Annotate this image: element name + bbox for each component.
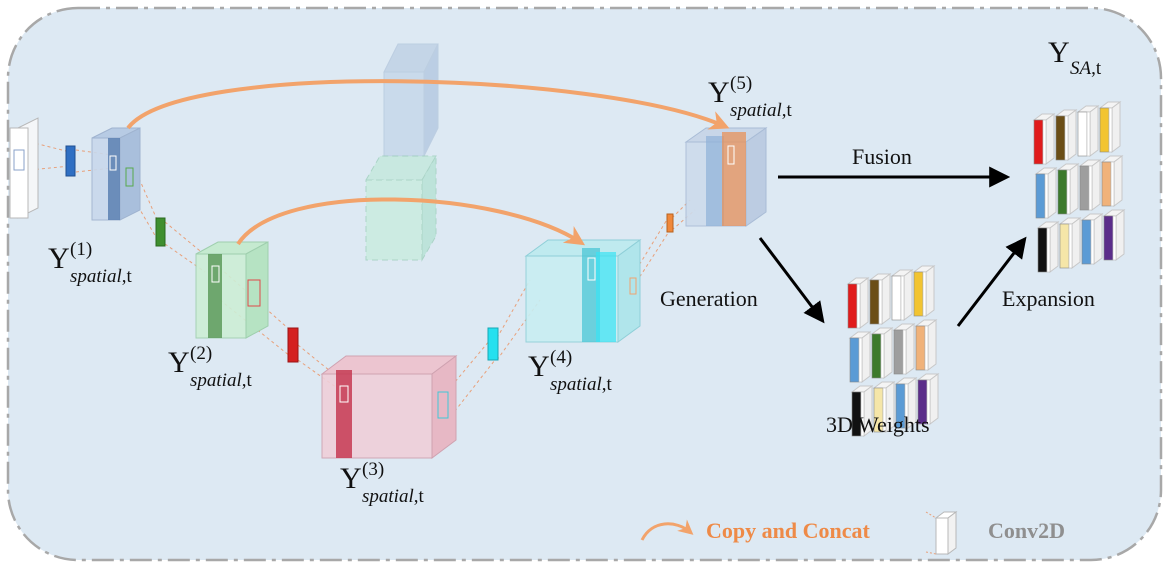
output-weight-slab bbox=[1102, 209, 1126, 261]
ghost-block-blue bbox=[383, 43, 439, 157]
3d-weight-slab bbox=[868, 273, 892, 325]
conv-kernel-1 bbox=[65, 145, 76, 177]
3d-weight-slab bbox=[872, 381, 896, 433]
svg-text:spatial,t: spatial,t bbox=[70, 266, 132, 287]
svg-text:(4): (4) bbox=[550, 347, 572, 368]
label-y5: Y (5) spatial,t bbox=[708, 73, 792, 121]
svg-text:SA,t: SA,t bbox=[1070, 58, 1102, 79]
output-weight-slab bbox=[1080, 213, 1104, 265]
svg-text:(1): (1) bbox=[70, 239, 92, 260]
svg-text:(5): (5) bbox=[730, 73, 752, 94]
3d-weight-slab bbox=[870, 327, 894, 379]
input-feature-block bbox=[9, 117, 39, 219]
label-ysa: Y SA,t bbox=[1048, 36, 1102, 79]
output-weight-slab bbox=[1032, 113, 1056, 165]
svg-text:(2): (2) bbox=[190, 343, 212, 364]
3d-weight-slab bbox=[894, 377, 918, 429]
svg-text:Y: Y bbox=[168, 346, 190, 379]
svg-text:Y: Y bbox=[1048, 36, 1070, 69]
3d-weights-grid bbox=[846, 265, 940, 437]
conv-kernel-4 bbox=[487, 327, 499, 361]
svg-text:spatial,t: spatial,t bbox=[362, 486, 424, 507]
output-weight-slab bbox=[1076, 105, 1100, 157]
ghost-block-green bbox=[365, 154, 437, 262]
conv-kernel-5 bbox=[666, 213, 674, 233]
3d-weight-slab bbox=[848, 331, 872, 383]
stage5-block bbox=[684, 127, 768, 227]
generation-label: Generation bbox=[660, 286, 758, 311]
svg-text:Y: Y bbox=[708, 76, 730, 109]
legend-copy-concat-label: Copy and Concat bbox=[706, 518, 870, 543]
fusion-label: Fusion bbox=[852, 144, 912, 169]
legend: Copy and Concat Conv2D bbox=[640, 511, 1065, 555]
3d-weight-slab bbox=[916, 373, 940, 425]
copy-concat-arrow-2-4 bbox=[236, 197, 586, 246]
3d-weights-caption: 3D Weights bbox=[826, 412, 930, 437]
stage2-block bbox=[195, 241, 269, 339]
svg-text:spatial,t: spatial,t bbox=[550, 374, 612, 395]
stage4-block bbox=[524, 239, 642, 343]
3d-weight-slab bbox=[892, 323, 916, 375]
svg-text:spatial,t: spatial,t bbox=[730, 100, 792, 121]
legend-copy-arrow-icon bbox=[640, 519, 694, 541]
3d-weight-slab bbox=[912, 265, 936, 317]
3d-weight-slab bbox=[850, 385, 874, 437]
3d-weight-slab bbox=[914, 319, 938, 371]
legend-conv2d-label: Conv2D bbox=[988, 518, 1065, 543]
output-weight-slab bbox=[1054, 109, 1078, 161]
output-weight-slab bbox=[1078, 159, 1102, 211]
svg-text:Y: Y bbox=[528, 350, 550, 383]
label-y4: Y (4) spatial,t bbox=[528, 347, 612, 395]
3d-weight-slab bbox=[846, 277, 870, 329]
output-weight-grid bbox=[1032, 101, 1126, 273]
svg-text:Y: Y bbox=[48, 242, 70, 275]
output-weight-slab bbox=[1098, 101, 1122, 153]
stage3-block bbox=[320, 355, 458, 459]
copy-concat-arrow-1-5 bbox=[126, 79, 730, 130]
label-y3: Y (3) spatial,t bbox=[340, 459, 424, 507]
output-weight-slab bbox=[1058, 217, 1082, 269]
legend-conv2d-icon bbox=[925, 511, 958, 555]
output-weight-slab bbox=[1056, 163, 1080, 215]
svg-text:spatial,t: spatial,t bbox=[190, 370, 252, 391]
expansion-label: Expansion bbox=[1002, 286, 1095, 311]
3d-weight-slab bbox=[890, 269, 914, 321]
output-weight-slab bbox=[1100, 155, 1124, 207]
output-weight-slab bbox=[1036, 221, 1060, 273]
label-y1: Y (1) spatial,t bbox=[48, 239, 132, 287]
conv-kernel-2 bbox=[155, 217, 166, 247]
generation-arrow bbox=[758, 237, 825, 324]
svg-text:(3): (3) bbox=[362, 459, 384, 480]
expansion-arrow bbox=[956, 236, 1027, 327]
label-y2: Y (2) spatial,t bbox=[168, 343, 252, 391]
svg-text:Y: Y bbox=[340, 462, 362, 495]
stage1-block bbox=[91, 127, 141, 221]
output-weight-slab bbox=[1034, 167, 1058, 219]
conv-kernel-3 bbox=[287, 327, 299, 363]
